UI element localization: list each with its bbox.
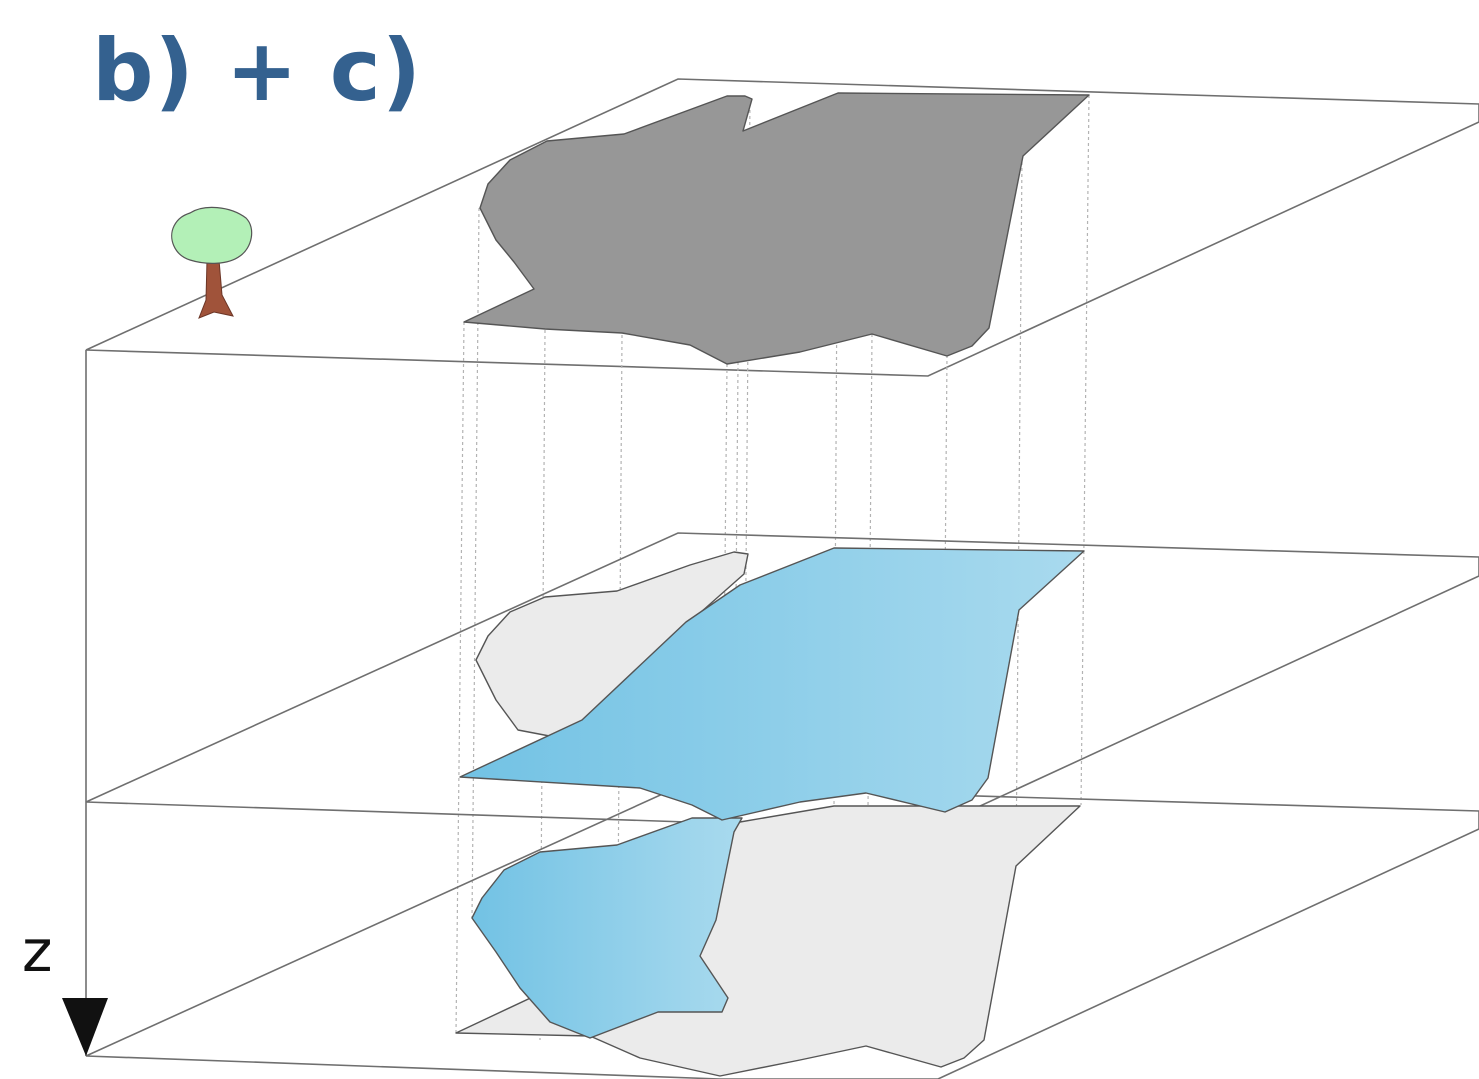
middle-shadow-patch xyxy=(475,551,749,739)
tree-icon xyxy=(171,206,253,319)
surface-patch xyxy=(463,92,1090,365)
z-axis-label: z xyxy=(22,917,53,985)
z-axis-arrowhead xyxy=(62,998,108,1056)
bottom-water-patch xyxy=(471,817,743,1039)
top-plane xyxy=(85,78,1479,377)
panel-label: b) + c) xyxy=(92,21,423,121)
tree-crown xyxy=(171,206,253,264)
middle-water-patch xyxy=(459,547,1085,821)
tree-trunk xyxy=(198,259,234,319)
